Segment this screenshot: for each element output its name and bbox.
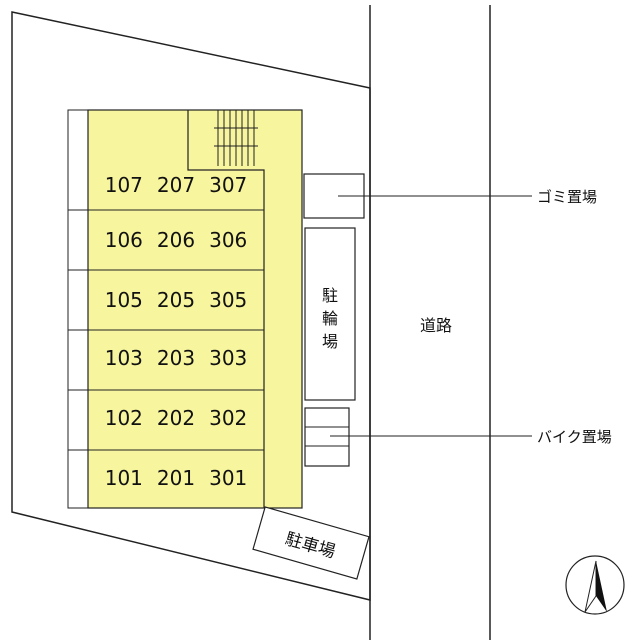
corridor-strip — [67, 109, 89, 509]
trash-label: ゴミ置場 — [537, 188, 598, 206]
unit-number: 207 — [156, 173, 196, 197]
unit-number: 107 — [104, 173, 143, 197]
unit-number: 201 — [156, 466, 196, 490]
unit-row: 106 206 306 — [88, 211, 264, 269]
road-label: 道路 — [420, 316, 453, 335]
unit-number: 101 — [104, 466, 143, 490]
bicycle-parking-label-char: 駐 — [321, 286, 338, 305]
unit-number: 301 — [209, 466, 248, 490]
bicycle-parking-label-char: 輪 — [321, 309, 338, 328]
unit-number: 106 — [104, 228, 143, 252]
unit-row: 102 202 302 — [88, 389, 264, 447]
unit-number: 102 — [104, 406, 143, 430]
stair-notch — [187, 110, 265, 508]
unit-number: 203 — [156, 346, 196, 370]
unit-row: 101 201 301 — [88, 449, 264, 507]
north-arrow-icon — [565, 555, 625, 615]
unit-number: 105 — [104, 288, 143, 312]
unit-number: 302 — [209, 406, 248, 430]
unit-number: 206 — [156, 228, 196, 252]
building — [87, 109, 303, 509]
unit-number: 307 — [209, 173, 248, 197]
unit-row: 105 205 305 — [88, 271, 264, 329]
unit-number: 103 — [104, 346, 143, 370]
unit-number: 202 — [156, 406, 196, 430]
unit-number: 305 — [209, 288, 248, 312]
bicycle-parking-label-char: 場 — [321, 332, 338, 351]
bike-parking-label: バイク置場 — [537, 428, 612, 446]
bicycle-parking-area — [304, 227, 356, 401]
unit-number: 306 — [209, 228, 248, 252]
stairs — [214, 110, 258, 166]
unit-number: 303 — [209, 346, 248, 370]
unit-row: 107 207 307 — [88, 156, 264, 214]
unit-row: 103 203 303 — [88, 329, 264, 387]
bicycle-parking-label: 駐 輪 場 — [320, 284, 340, 353]
unit-number: 205 — [156, 288, 196, 312]
bike-parking-area — [304, 407, 350, 467]
car-parking-area — [252, 506, 370, 580]
